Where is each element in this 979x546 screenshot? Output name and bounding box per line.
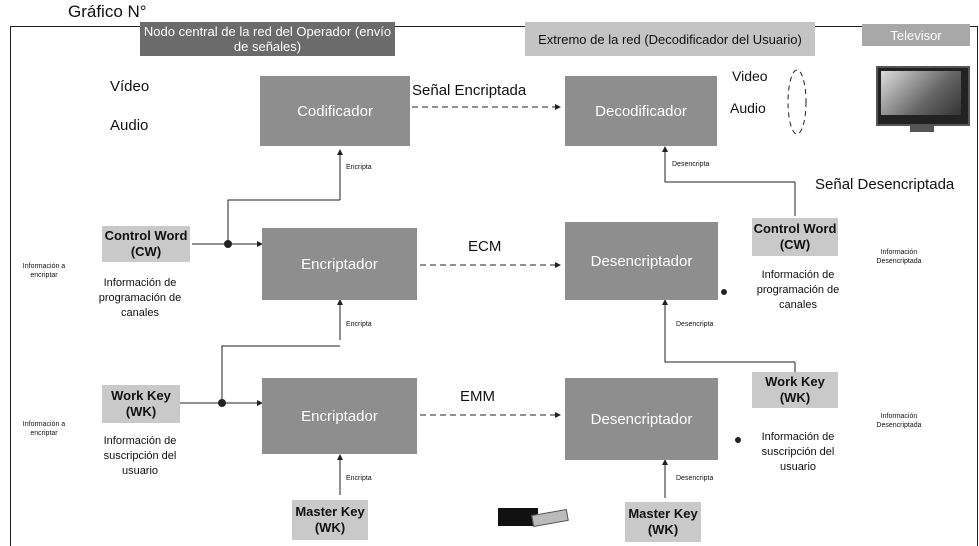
suscr-right-note: Información de suscripción del usuario	[761, 431, 835, 473]
wk-left-key: Work Key (WK)	[102, 385, 180, 423]
prog-right-note: Información de programación de canales	[756, 269, 840, 311]
suscr-left-note: Información de suscripción del usuario	[103, 435, 177, 477]
info-encriptar-1-label: Información a encriptar	[22, 263, 66, 279]
cw-left-key: Control Word (CW)	[102, 226, 190, 262]
emm-label: EMM	[460, 388, 495, 405]
audio-right-label: Audio	[730, 100, 766, 116]
senal-encriptada-label: Señal Encriptada	[412, 82, 527, 99]
desencripta-2-label: Desencripta	[676, 321, 714, 328]
desencripta-1-label: Desencripta	[672, 161, 710, 168]
figure-title-text: Gráfico N°	[68, 2, 147, 21]
info-desencriptada-1-label: Información Desencriptada	[876, 249, 922, 265]
encripta-1-label: Encripta	[346, 164, 372, 171]
user-end-header-label: Extremo de la red (Decodificador del Usu…	[538, 31, 802, 47]
desencriptador-1-label: Desencriptador	[590, 252, 693, 270]
tv-header-label: Televisor	[890, 27, 942, 43]
operator-header: Nodo central de la red del Operador (env…	[140, 22, 395, 56]
wk-left-label: Work Key (WK)	[111, 388, 171, 419]
cw-left-label: Control Word (CW)	[104, 228, 188, 259]
smart-card-icon	[498, 500, 570, 530]
codificador-box: Codificador	[260, 76, 410, 146]
encriptador-2-box: Encriptador	[262, 378, 417, 454]
info-encriptar-2-label: Información a encriptar	[22, 421, 66, 437]
encriptador-2-label: Encriptador	[301, 407, 378, 425]
codificador-label: Codificador	[297, 102, 373, 120]
operator-header-label: Nodo central de la red del Operador (env…	[143, 24, 392, 54]
figure-title: Gráfico N°	[68, 2, 147, 22]
encripta-2-label: Encripta	[346, 321, 372, 328]
senal-desencriptada-label: Señal Desencriptada	[815, 176, 955, 193]
wk-right-key: Work Key (WK)	[752, 372, 838, 408]
desencriptador-1-box: Desencriptador	[565, 222, 718, 300]
desencripta-3-label: Desencripta	[676, 475, 714, 482]
mk-left-key: Master Key (WK)	[292, 500, 368, 540]
ecm-label: ECM	[468, 238, 502, 255]
cw-right-label: Control Word (CW)	[753, 221, 837, 252]
audio-left-label: Audio	[110, 117, 149, 134]
desencriptador-2-box: Desencriptador	[565, 378, 718, 460]
prog-left-note: Información de programación de canales	[98, 277, 182, 319]
mk-right-label: Master Key (WK)	[628, 506, 698, 537]
television-icon	[876, 66, 970, 134]
decodificador-label: Decodificador	[595, 102, 687, 120]
video-left-label: Vídeo	[110, 78, 150, 95]
tv-header: Televisor	[862, 24, 970, 46]
encriptador-1-label: Encriptador	[301, 255, 378, 273]
mk-right-key: Master Key (WK)	[625, 502, 701, 542]
info-desencriptada-2-label: Información Desencriptada	[876, 413, 922, 429]
user-end-header: Extremo de la red (Decodificador del Usu…	[525, 22, 815, 56]
desencriptador-2-label: Desencriptador	[590, 410, 693, 428]
cw-right-key: Control Word (CW)	[752, 218, 838, 256]
encriptador-1-box: Encriptador	[262, 228, 417, 300]
decodificador-box: Decodificador	[565, 76, 717, 146]
diagram-frame	[10, 26, 978, 546]
wk-right-label: Work Key (WK)	[765, 374, 825, 405]
encripta-3-label: Encripta	[346, 475, 372, 482]
video-right-label: Video	[732, 68, 768, 84]
mk-left-label: Master Key (WK)	[295, 504, 365, 535]
